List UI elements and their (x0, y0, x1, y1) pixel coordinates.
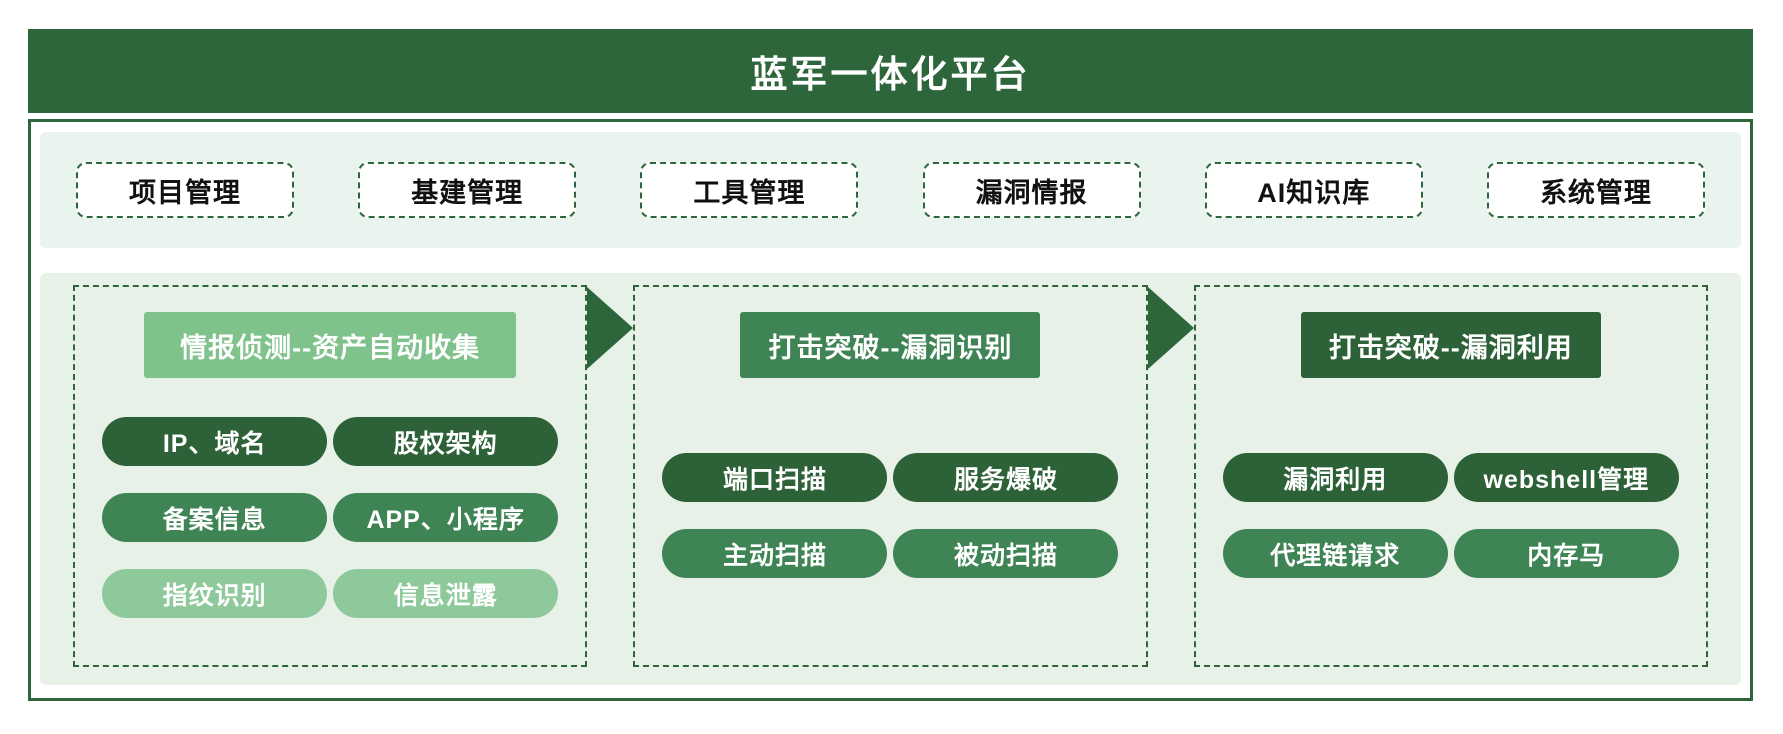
pill-row: 端口扫描服务爆破 (662, 453, 1119, 502)
capability-pill: webshell管理 (1453, 453, 1679, 502)
flow-arrow-icon (1147, 287, 1194, 369)
capability-pill: 漏洞利用 (1222, 453, 1448, 502)
modules-band: 项目管理 基建管理 工具管理 漏洞情报 AI知识库 系统管理 (40, 132, 1741, 248)
module-chip-4: 漏洞情报 (922, 162, 1141, 218)
capability-pill: 代理链请求 (1222, 529, 1448, 578)
module-chip-3: 工具管理 (640, 162, 859, 218)
capability-pill: 备案信息 (102, 493, 328, 542)
module-chip-5: AI知识库 (1204, 162, 1423, 218)
capability-pill: 股权架构 (333, 417, 559, 466)
capability-pill: 端口扫描 (662, 453, 888, 502)
capability-pill: 被动扫描 (893, 529, 1119, 578)
capability-pill: APP、小程序 (333, 493, 559, 542)
module-chip-2: 基建管理 (358, 162, 577, 218)
main-frame: 项目管理 基建管理 工具管理 漏洞情报 AI知识库 系统管理 情报侦测--资产自动收集 IP… (28, 119, 1753, 701)
module-chip-6: 系统管理 (1486, 162, 1705, 218)
platform-title: 蓝军一体化平台 (750, 54, 1031, 95)
workflow-panel-2: 打击突破--漏洞识别端口扫描服务爆破主动扫描被动扫描 (633, 285, 1148, 667)
capability-pill: IP、域名 (102, 417, 328, 466)
pill-grid: 端口扫描服务爆破主动扫描被动扫描 (662, 453, 1119, 578)
capability-pill: 内存马 (1453, 529, 1679, 578)
pill-row: IP、域名股权架构 (102, 417, 559, 466)
panel-header: 打击突破--漏洞识别 (740, 312, 1041, 378)
capability-pill: 信息泄露 (333, 569, 559, 618)
pill-row: 指纹识别信息泄露 (102, 569, 559, 618)
module-chip-1: 项目管理 (76, 162, 294, 218)
capability-pill: 服务爆破 (893, 453, 1119, 502)
capability-pill: 指纹识别 (102, 569, 328, 618)
pill-row: 主动扫描被动扫描 (662, 529, 1119, 578)
panel-header: 打击突破--漏洞利用 (1300, 312, 1601, 378)
panel-header: 情报侦测--资产自动收集 (144, 312, 517, 378)
platform-banner: 蓝军一体化平台 (28, 29, 1753, 113)
pill-row: 代理链请求内存马 (1222, 529, 1679, 578)
capability-pill: 主动扫描 (662, 529, 888, 578)
flow-arrow-icon (587, 287, 634, 369)
